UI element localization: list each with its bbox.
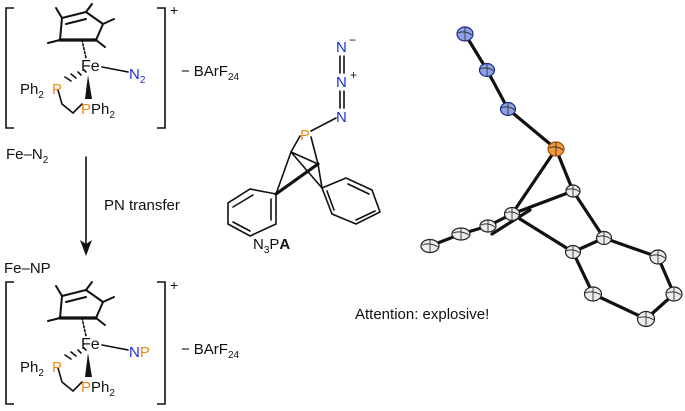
ortep-bonds <box>428 32 676 321</box>
right-benzo-ring <box>320 177 381 225</box>
left-benzo-ring <box>227 188 277 237</box>
reaction-arrow <box>80 156 92 256</box>
azide-bonds <box>310 55 345 132</box>
bottom-p-left: P <box>52 359 62 376</box>
bottom-p-bottom: P <box>81 379 91 396</box>
reagent-label: N3PA <box>253 236 290 256</box>
bottom-cp-star-ring <box>47 281 115 326</box>
top-ph2-bottom: Ph2 <box>91 101 115 121</box>
bottom-charge: + <box>170 277 178 293</box>
bottom-complex-label: Fe–NP <box>4 260 51 277</box>
reagent-n-mid: N <box>336 74 347 91</box>
reagent-n-mid-charge: + <box>350 68 357 82</box>
bottom-left-bracket <box>5 281 14 405</box>
reagent-n-top-charge: − <box>349 33 356 47</box>
top-n2-label: N2 <box>129 66 146 86</box>
bottom-fe-p-bold-wedge <box>85 353 92 377</box>
reagent-n-top: N <box>336 39 347 56</box>
top-complex-label: Fe–N2 <box>6 146 49 166</box>
carbon-atoms <box>420 184 683 328</box>
top-charge: + <box>170 2 178 18</box>
top-cp-star-ring <box>47 3 115 48</box>
bottom-ethylene-bridge <box>57 367 83 393</box>
bottom-fe-label: Fe <box>81 336 100 353</box>
phosphorus-atom <box>547 141 565 157</box>
bicyclic-framework <box>274 135 323 196</box>
bottom-complex: Fe–NP Fe NP Ph2 P P Ph2 + −BArF24 <box>4 260 239 405</box>
top-p-left: P <box>52 81 62 98</box>
reagent-n3pa: N − N + N P <box>227 33 381 256</box>
reagent-n-low: N <box>336 109 347 126</box>
warning-text: Attention: explosive! <box>355 306 489 323</box>
top-fe-label: Fe <box>81 58 100 75</box>
bottom-ph2-left: Ph2 <box>20 359 44 379</box>
reagent-p: P <box>300 127 310 144</box>
arrow-label: PN transfer <box>104 197 180 214</box>
top-p-bottom: P <box>81 101 91 118</box>
top-ethylene-bridge <box>57 89 83 115</box>
bottom-ph2-bottom: Ph2 <box>91 379 115 399</box>
top-cp-fe-bond <box>81 39 87 59</box>
bottom-cp-fe-bond <box>81 317 87 337</box>
top-fe-p-bold-wedge <box>85 75 92 99</box>
bottom-fe-p-hashed-wedge <box>64 347 87 360</box>
top-complex: Fe N2 Ph2 P P Ph2 + −BArF24 Fe–N2 <box>5 2 239 166</box>
top-counterion: −BArF24 <box>181 63 239 83</box>
crystal-structure <box>420 26 683 328</box>
top-fe-p-hashed-wedge <box>64 69 87 82</box>
azide-nitrogen-atoms <box>456 26 517 117</box>
bottom-np-label: NP <box>129 344 150 361</box>
bottom-right-bracket <box>157 281 166 405</box>
top-right-bracket <box>157 7 166 129</box>
top-fe-n2-bond <box>101 66 129 73</box>
bottom-fe-np-bond <box>101 344 129 351</box>
top-ph2-left: Ph2 <box>20 81 44 101</box>
bottom-counterion: −BArF24 <box>181 341 239 361</box>
top-left-bracket <box>5 7 14 129</box>
